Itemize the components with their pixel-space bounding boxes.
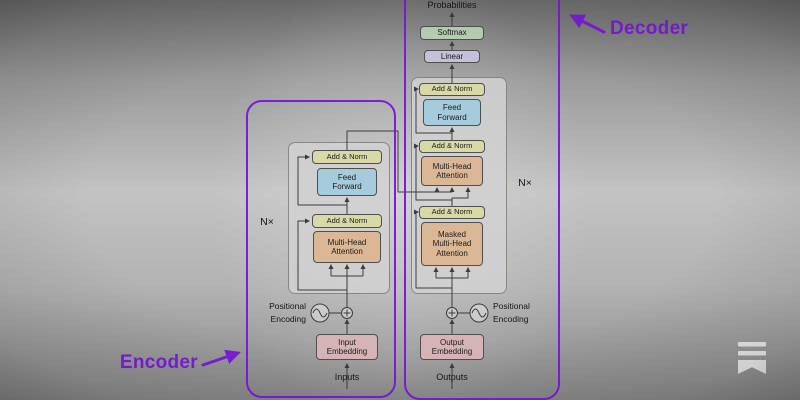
- decoder-annotation-arrow: [569, 14, 606, 34]
- decoder-highlight-box: [404, 0, 560, 400]
- encoder-annotation-arrow: [201, 349, 241, 367]
- encoder-feed-forward: Feed Forward: [317, 168, 377, 196]
- encoder-annotation-label: Encoder: [119, 352, 198, 373]
- decoder-multi-head-attention: Multi-Head Attention: [421, 156, 483, 186]
- decoder-add-norm-top: Add & Norm: [419, 83, 485, 96]
- decoder-add-norm-bottom: Add & Norm: [419, 206, 485, 219]
- decoder-annotation-label: Decoder: [610, 18, 689, 39]
- decoder-positional-encoding-label: Positional Encoding: [493, 301, 530, 324]
- encoder-n-label: N×: [260, 216, 274, 228]
- inputs-label: Inputs: [334, 372, 360, 382]
- linear-box: Linear: [424, 50, 480, 63]
- decoder-feed-forward: Feed Forward: [423, 99, 481, 126]
- masked-multi-head-attention: Masked Multi-Head Attention: [421, 222, 483, 266]
- encoder-add-norm-bottom: Add & Norm: [312, 214, 382, 228]
- output-embedding: Output Embedding: [420, 334, 484, 360]
- encoder-multi-head-attention: Multi-Head Attention: [313, 231, 381, 263]
- encoder-add-norm-top: Add & Norm: [312, 150, 382, 164]
- outputs-label: Outputs: [436, 372, 468, 382]
- decoder-add-norm-mid: Add & Norm: [419, 140, 485, 153]
- input-embedding: Input Embedding: [316, 334, 378, 360]
- substack-logo: [738, 342, 766, 374]
- decoder-n-label: N×: [518, 177, 532, 189]
- encoder-positional-encoding-label: Positional Encoding: [269, 301, 306, 324]
- softmax-box: Softmax: [420, 26, 484, 40]
- encoder-highlight-box: [246, 100, 396, 398]
- probabilities-label: Probabilities: [427, 0, 477, 10]
